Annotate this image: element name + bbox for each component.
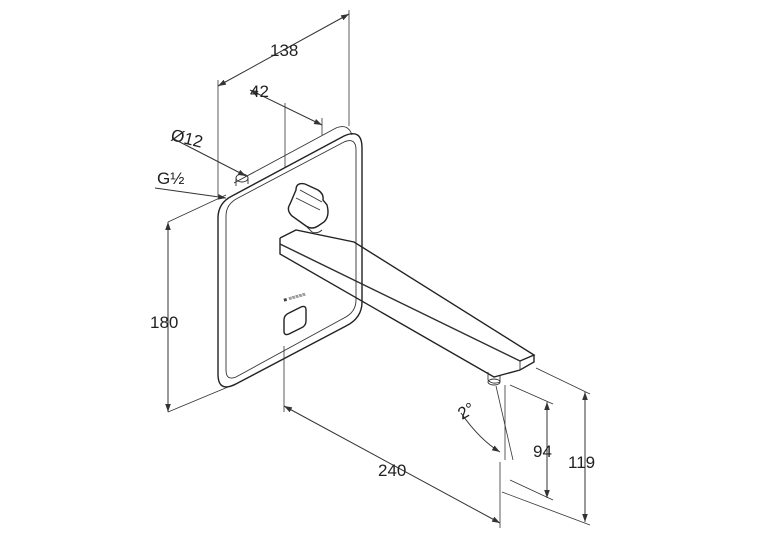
dimension-240: 240 [283, 346, 501, 528]
dimension-angle: 2° [455, 385, 514, 461]
dimension-thread: G½ [154, 169, 227, 200]
dimension-138-label: 138 [270, 41, 298, 60]
dimension-42: 42 [249, 82, 323, 168]
dimension-42-label: 42 [250, 82, 269, 101]
dimension-180-label: 180 [150, 313, 178, 332]
dimension-94-label: 94 [533, 442, 552, 461]
dimension-240-label: 240 [378, 461, 406, 480]
temperature-knob [287, 182, 329, 234]
dimension-138: 138 [217, 10, 350, 196]
wall-plate: ■ ≡≡≡≡≡ [217, 126, 363, 388]
diameter-label: Ø12 [169, 125, 205, 151]
spout [279, 229, 536, 386]
thread-label: G½ [157, 169, 184, 188]
dimension-180: 180 [150, 194, 241, 413]
dimension-94: 94 [509, 384, 554, 501]
sensor-window [283, 305, 307, 336]
angle-label: 2° [455, 399, 479, 424]
dimension-119: 119 [501, 367, 595, 526]
brand-logo: ■ ≡≡≡≡≡ [283, 292, 307, 304]
dimension-119-label: 119 [568, 453, 595, 472]
